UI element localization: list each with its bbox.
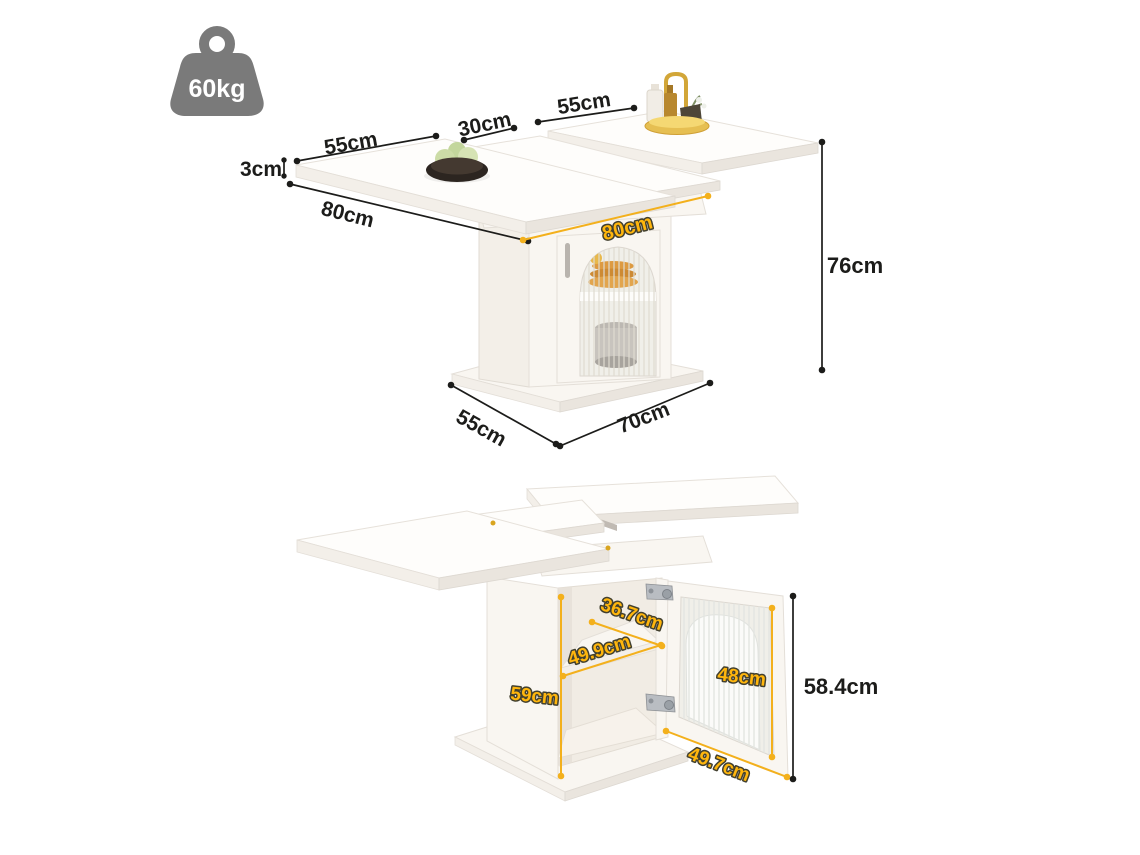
weight-capacity-label: 60kg xyxy=(189,75,246,103)
left-leaf-edge-right xyxy=(525,195,676,235)
dimension-center-leaf-width: 30cm xyxy=(456,108,518,144)
door-hinge-bottom xyxy=(645,693,676,713)
door-hinge-top xyxy=(645,583,674,601)
dim-label: 55cm xyxy=(452,405,510,451)
gold-pin-left xyxy=(490,520,496,526)
dim-label: 58.4cm xyxy=(804,674,879,699)
bottom-view: 59cm 36.7cm 49.9cm 48cm 49.7cm 58.4cm xyxy=(296,475,879,802)
weight-body xyxy=(170,53,264,116)
top-view: 60kg xyxy=(170,26,883,451)
base-front-right xyxy=(564,751,689,802)
dimension-table-height: 76cm xyxy=(818,138,883,374)
gold-pin-right xyxy=(605,545,611,551)
door-handle xyxy=(565,243,570,278)
dim-label: 70cm xyxy=(614,398,672,439)
dim-label: 76cm xyxy=(827,253,883,278)
right-leaf-edge-right xyxy=(701,142,819,175)
cabinet-door-open xyxy=(665,580,789,779)
weight-capacity-icon: 60kg xyxy=(170,26,264,116)
base-front-right xyxy=(559,370,704,413)
side-panel xyxy=(486,576,559,780)
table-illustration-bottom xyxy=(296,475,800,802)
left-leaf-edge-front xyxy=(438,548,610,591)
dimension-tabletop-thickness: 3cm xyxy=(240,157,287,181)
table-illustration-top xyxy=(295,110,819,413)
interior-floor xyxy=(557,707,666,759)
dim-label: 30cm xyxy=(456,108,513,142)
decor-fruit-bowl xyxy=(424,142,490,183)
cabinet-contents xyxy=(580,247,656,376)
dim-label: 55cm xyxy=(556,88,613,119)
decor-gold-tray xyxy=(644,71,710,135)
dimension-cabinet-outer-height: 58.4cm xyxy=(789,592,879,783)
tray-handle xyxy=(664,71,688,118)
dim-label: 3cm xyxy=(240,158,282,181)
